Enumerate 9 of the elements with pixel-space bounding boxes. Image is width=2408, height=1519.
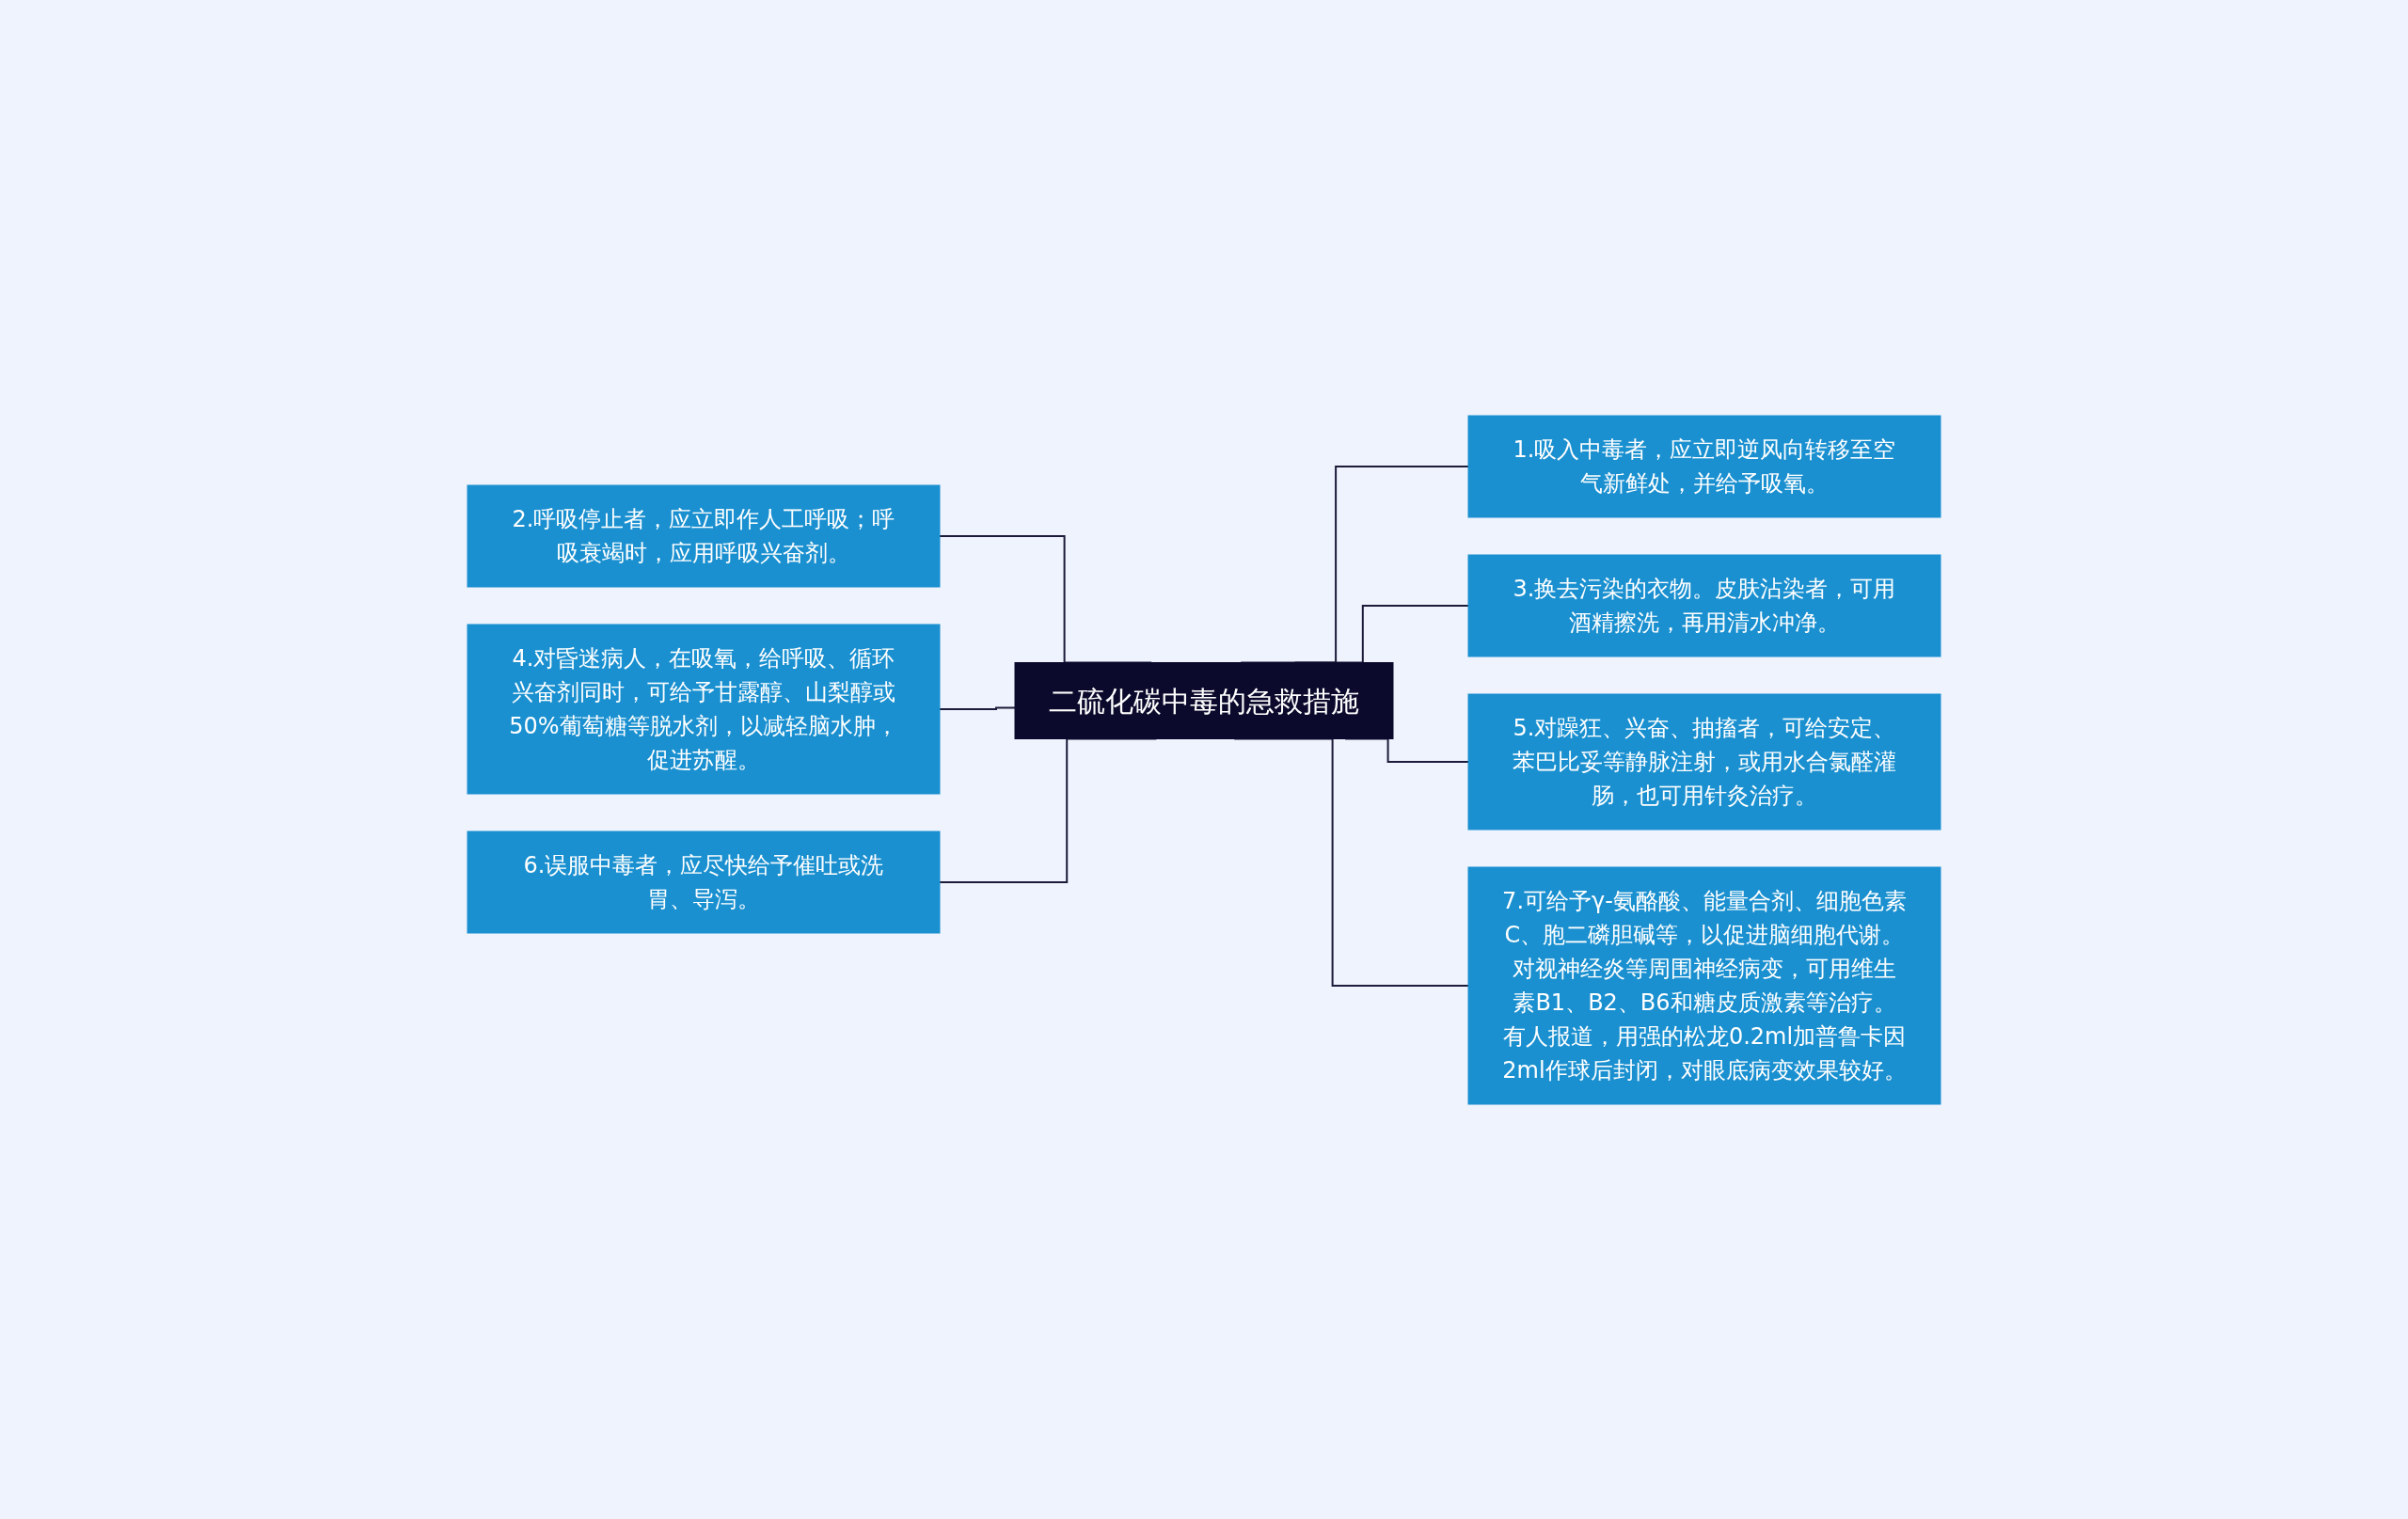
node-box: 7.可给予γ-氨酪酸、能量合剂、细胞色素C、胞二磷胆碱等，以促进脑细胞代谢。对视神经炎等周围神经病变，可用维生素B1、B2、B6和糖皮质激素等治疗。有人报道，用强的松龙0.2ml加普鲁卡因2ml作球后封闭，对眼底病变效果较好。 xyxy=(1467,866,1941,1104)
node-box: 5.对躁狂、兴奋、抽搐者，可给安定、苯巴比妥等静脉注射，或用水合氯醛灌肠，也可用针灸治疗。 xyxy=(1467,693,1941,830)
node-box: 二硫化碳中毒的急救措施 xyxy=(1014,661,1394,739)
node-box: 3.换去污染的衣物。皮肤沾染者，可用酒精擦洗，再用清水冲净。 xyxy=(1467,554,1941,657)
node-box: 2.呼吸停止者，应立即作人工呼吸；呼吸衰竭时，应用呼吸兴奋剂。 xyxy=(467,484,941,587)
connector xyxy=(939,706,1016,710)
node-box: 4.对昏迷病人，在吸氧，给呼吸、循环兴奋剂同时，可给予甘露醇、山梨醇或50%葡萄糖等脱水剂，以减轻脑水肿，促进苏醒。 xyxy=(467,624,941,794)
node-box: 6.误服中毒者，应尽快给予催吐或洗胃、导泻。 xyxy=(467,831,941,933)
node-box: 1.吸入中毒者，应立即逆风向转移至空气新鲜处，并给予吸氧。 xyxy=(1467,415,1941,517)
